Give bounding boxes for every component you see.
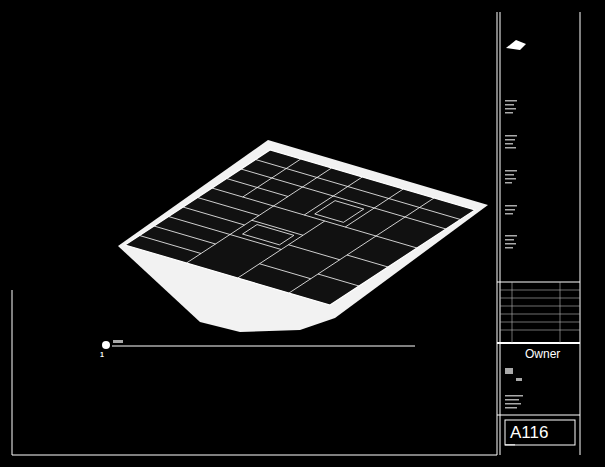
revision-table [500, 282, 580, 343]
callout-number: 1 [100, 351, 104, 358]
callout-circle [102, 341, 110, 349]
sheet-border [12, 12, 580, 455]
logo-mark [506, 40, 526, 50]
building-isometric [125, 150, 475, 305]
view-title-marks [113, 340, 123, 343]
owner-label: Owner [525, 348, 560, 360]
info-text-marks [505, 100, 523, 446]
sheet-number-box [505, 420, 575, 445]
sheet-number: A116 [510, 424, 548, 441]
view-title-line [112, 346, 415, 347]
halo [118, 140, 488, 332]
